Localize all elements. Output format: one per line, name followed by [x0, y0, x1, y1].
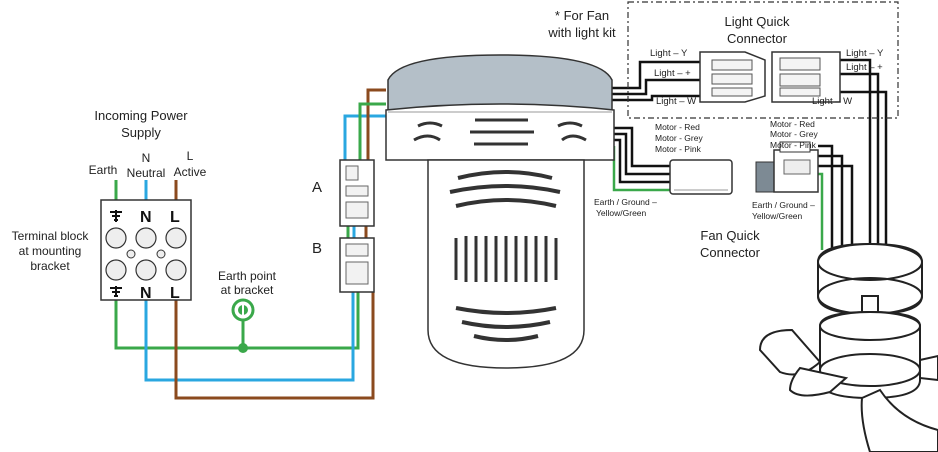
neutral-wire [144, 114, 386, 382]
light-quick-connector-left[interactable] [699, 51, 766, 103]
connector-a[interactable] [339, 159, 375, 227]
fan-light-note-line2: with light kit [547, 25, 616, 40]
light-quick-connector-right[interactable] [771, 51, 841, 103]
earth-ground-left-line2: Yellow/Green [596, 208, 647, 218]
terminal-top-l: L [170, 209, 180, 226]
fan-quick-connector-right[interactable] [755, 141, 819, 193]
wire-a-b-link [346, 102, 386, 238]
fan-body [427, 159, 585, 369]
canopy-housing [385, 54, 615, 161]
earth-symbol-top-icon [110, 210, 122, 222]
light-w-right: Light – W [812, 96, 852, 107]
connector-b-label: B [312, 240, 322, 257]
earth-ground-right-line1: Earth / Ground – [752, 200, 815, 210]
light-plus-right: Light – + [846, 62, 883, 73]
light-qc-line2: Connector [727, 31, 788, 46]
connector-a-label: A [312, 179, 322, 196]
earth-ground-left-line1: Earth / Ground – [594, 197, 657, 207]
labels: Incoming Power Supply Earth N Neutral L … [12, 8, 884, 297]
earth-symbol-bottom-icon [110, 286, 122, 297]
n-label: N [142, 151, 151, 165]
active-wire [174, 88, 386, 400]
motor-pink-right: Motor - Pink [770, 140, 817, 150]
motor-grey-right: Motor - Grey [770, 129, 818, 139]
fan-qc-line2: Connector [700, 245, 761, 260]
incoming-power-line2: Supply [121, 125, 161, 140]
motor-signal-wires [612, 126, 854, 250]
ceiling-fan-illustration [758, 242, 938, 452]
earth-label: Earth [89, 163, 118, 177]
earth-point-icon [231, 298, 255, 353]
earth-point-line1: Earth point [218, 269, 277, 283]
connector-b[interactable] [339, 237, 375, 293]
fan-qc-line1: Fan Quick [700, 228, 760, 243]
light-y-right: Light – Y [846, 48, 884, 59]
terminal-top-n: N [140, 209, 152, 226]
motor-pink-left: Motor - Pink [655, 144, 702, 154]
neutral-label: Neutral [127, 166, 166, 180]
terminal-bottom-l: L [170, 285, 180, 302]
light-connector-enclosure [627, 1, 899, 119]
terminal-block-line3: bracket [30, 259, 70, 273]
light-w-left: Light – W [656, 96, 696, 107]
motor-grey-left: Motor - Grey [655, 133, 703, 143]
earth-point-line2: at bracket [221, 283, 274, 297]
terminal-block-line1: Terminal block [12, 229, 90, 243]
motor-red-right: Motor - Red [770, 119, 815, 129]
motor-red-left: Motor - Red [655, 122, 700, 132]
fan-quick-connector-left[interactable] [669, 159, 733, 195]
light-signal-wires [612, 58, 888, 250]
terminal-block: N L N L [100, 199, 192, 302]
light-y-left: Light – Y [650, 48, 688, 59]
fan-light-note-line1: * For Fan [555, 8, 609, 23]
incoming-power-line1: Incoming Power [94, 108, 188, 123]
l-label: L [187, 149, 194, 163]
earth-ground-right-line2: Yellow/Green [752, 211, 803, 221]
terminal-block-line2: at mounting [19, 244, 82, 258]
active-label: Active [174, 165, 207, 179]
light-plus-left: Light – + [654, 68, 691, 79]
terminal-bottom-n: N [140, 285, 152, 302]
light-qc-line1: Light Quick [724, 14, 790, 29]
